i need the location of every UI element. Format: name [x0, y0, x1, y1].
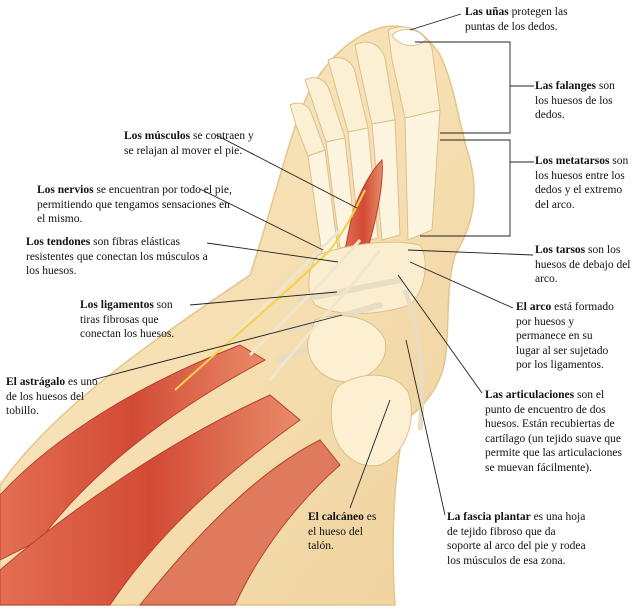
- desc-articulaciones: son el punto de encuentro de dos huesos.…: [485, 389, 622, 474]
- desc-calcaneo: es el hueso del talón.: [308, 511, 377, 552]
- term-articulaciones: Las articulaciones: [485, 389, 575, 401]
- label-tarsos: Los tarsos son los huesos de debajo del …: [535, 243, 635, 287]
- leg-muscle-upper: [0, 344, 267, 561]
- label-arco: El arco está formado por huesos y perman…: [516, 300, 616, 373]
- tendons: [228, 228, 382, 381]
- label-metatarsos: Los metatarsos son los huesos entre los …: [535, 154, 630, 212]
- term-falanges: Las falanges: [535, 80, 597, 92]
- term-metatarsos: Los metatarsos: [535, 155, 610, 167]
- desc-unas: protegen las puntas de los dedos.: [465, 6, 568, 33]
- label-calcaneo: El calcáneo es el hueso del talón.: [308, 510, 380, 554]
- term-calcaneo: El calcáneo: [308, 511, 364, 523]
- label-unas: Las uñas protegen las puntas de los dedo…: [465, 5, 585, 34]
- term-ligamentos: Los ligamentos: [80, 299, 154, 311]
- plantar-fascia: [402, 289, 425, 431]
- desc-nervios: se encuentran por todo el pie, permitien…: [37, 184, 232, 225]
- desc-fascia: es una hoja de tejido fibroso que da sop…: [447, 511, 586, 567]
- label-tendones: Los tendones son fibras elásticas resist…: [26, 235, 212, 279]
- desc-metatarsos: son los huesos entre los dedos y el extr…: [535, 155, 629, 211]
- calcaneus-bone: [330, 374, 412, 467]
- label-nervios: Los nervios se encuentran por todo el pi…: [37, 183, 232, 227]
- term-astragalo: El astrágalo: [6, 376, 66, 388]
- label-falanges: Las falanges son los huesos de los dedos…: [535, 79, 620, 123]
- toenail: [391, 28, 427, 46]
- label-astragalo: El astrágalo es uno de los huesos del to…: [6, 375, 99, 419]
- desc-arco: está formado por huesos y permanece en s…: [516, 301, 614, 371]
- leg-muscle-back: [138, 439, 341, 606]
- term-tarsos: Los tarsos: [535, 244, 586, 256]
- leg-muscle-lower: [0, 394, 301, 606]
- desc-tarsos: son los huesos de debajo del arco.: [535, 244, 631, 285]
- label-fascia: La fascia plantar es una hoja de tejido …: [447, 510, 589, 568]
- label-musculos: Los músculos se contraen y se relajan al…: [124, 129, 266, 158]
- desc-ligamentos: son tiras fibrosas que conectan los hues…: [80, 299, 175, 340]
- term-tendones: Los tendones: [26, 236, 91, 248]
- leader-lines: [91, 13, 534, 516]
- talus-bone: [307, 315, 387, 383]
- term-nervios: Los nervios: [37, 184, 94, 196]
- term-musculos: Los músculos: [124, 130, 191, 142]
- desc-tendones: son fibras elásticas resistentes que con…: [26, 236, 208, 277]
- desc-musculos: se contraen y se relajan al mover el pie…: [124, 130, 254, 157]
- label-articulaciones: Las articulaciones son el punto de encue…: [485, 388, 625, 475]
- desc-falanges: son los huesos de los dedos.: [535, 80, 615, 121]
- nerve: [174, 189, 366, 391]
- term-arco: El arco: [516, 301, 552, 313]
- label-ligamentos: Los ligamentos son tiras fibrosas que co…: [80, 298, 192, 342]
- term-unas: Las uñas: [465, 6, 509, 18]
- term-fascia: La fascia plantar: [447, 511, 531, 523]
- desc-astragalo: es uno de los huesos del tobillo.: [6, 376, 98, 417]
